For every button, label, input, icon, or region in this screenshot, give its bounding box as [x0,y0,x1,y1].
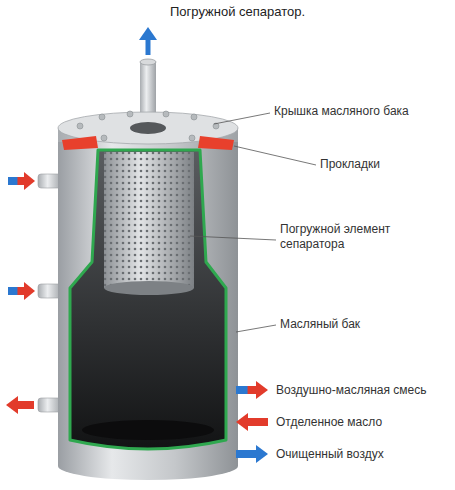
legend-text: Очищенный воздух [276,447,451,462]
part-label: Прокладки [320,157,450,172]
legend-arrow [246,418,268,426]
part-label: Масляный бак [280,317,450,332]
legend-arrow [236,386,258,394]
part-label: Погружной элемент сепаратора [280,222,445,252]
legend-text: Воздушно-масляная смесь [276,383,451,398]
legend-arrow [236,450,258,458]
part-label: Крышка масляного бака [274,104,449,119]
legend-text: Отделенное масло [276,415,451,430]
diagram-title: Погружной сепаратор. [170,4,305,19]
